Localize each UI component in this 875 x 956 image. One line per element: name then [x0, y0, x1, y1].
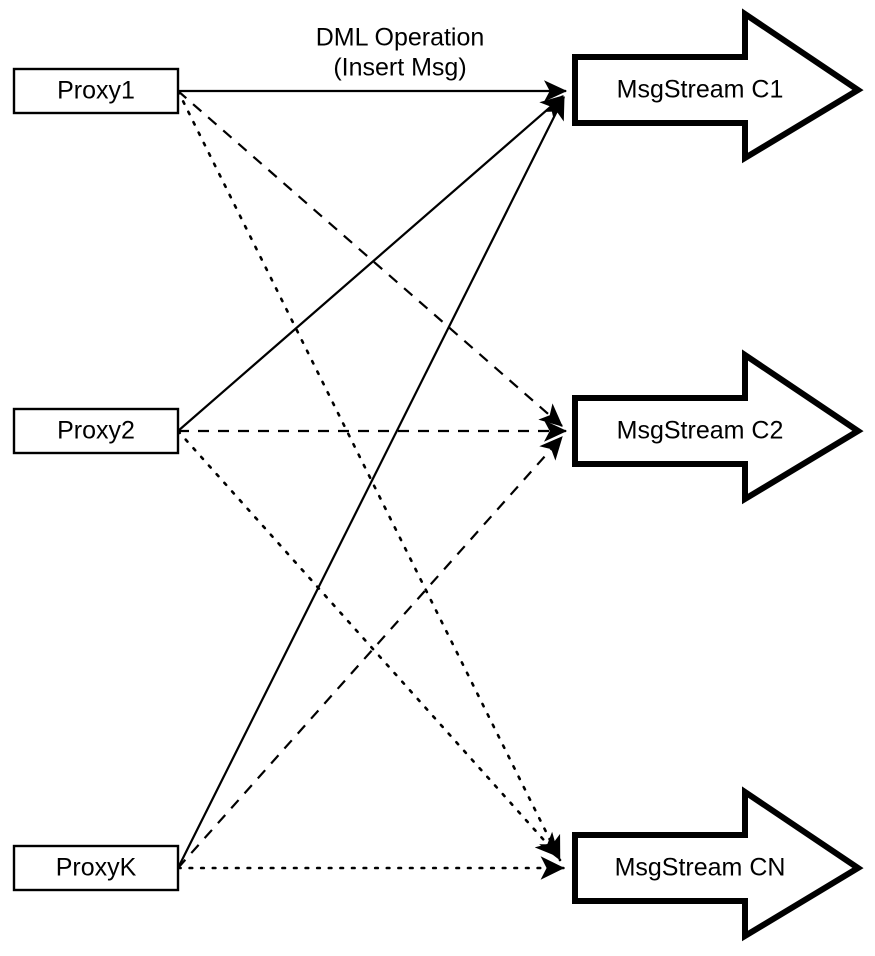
msgstream-node-c1[interactable]: MsgStream C1: [572, 8, 864, 164]
msgstream-c1-block-arrow-icon[interactable]: [572, 8, 864, 164]
annotation-line-1: DML Operation: [316, 24, 485, 52]
msgstream-c1-label: MsgStream C1: [617, 76, 784, 104]
edge-proxy1-to-stream-cn: [176, 89, 562, 862]
msgstream-cn-block-arrow-icon[interactable]: [572, 786, 864, 942]
proxy-node-proxy1[interactable]: Proxy1: [12, 67, 180, 115]
proxyk-label: ProxyK: [56, 854, 137, 882]
edge-group-proxyk: [176, 96, 566, 880]
edge-proxy2-to-stream-c1: [177, 95, 564, 432]
edge-group-proxy1: [176, 80, 568, 862]
annotation-line-2: (Insert Msg): [333, 54, 466, 82]
edge-proxyk-to-stream-c1: [177, 96, 565, 869]
annotation-dml-operation: DML Operation (Insert Msg): [316, 24, 485, 82]
proxy2-box[interactable]: [12, 407, 180, 455]
proxyk-box[interactable]: [12, 844, 180, 892]
edge-proxy2-to-stream-cn: [176, 429, 561, 859]
proxy1-label: Proxy1: [57, 77, 135, 105]
proxy1-box[interactable]: [12, 67, 180, 115]
proxy-node-proxy2[interactable]: Proxy2: [12, 407, 180, 455]
msgstream-node-cn[interactable]: MsgStream CN: [572, 786, 864, 942]
msgstream-node-c2[interactable]: MsgStream C2: [572, 349, 864, 505]
proxy2-label: Proxy2: [57, 417, 135, 445]
msgstream-cn-label: MsgStream CN: [615, 854, 786, 882]
edge-group-proxy2: [176, 95, 568, 859]
proxy-node-proxyk[interactable]: ProxyK: [12, 844, 180, 892]
msgstream-c2-label: MsgStream C2: [617, 417, 784, 445]
edge-proxy1-to-stream-c2: [177, 90, 563, 427]
edge-proxyk-to-stream-c2: [177, 436, 563, 869]
msgstream-c2-block-arrow-icon[interactable]: [572, 349, 864, 505]
